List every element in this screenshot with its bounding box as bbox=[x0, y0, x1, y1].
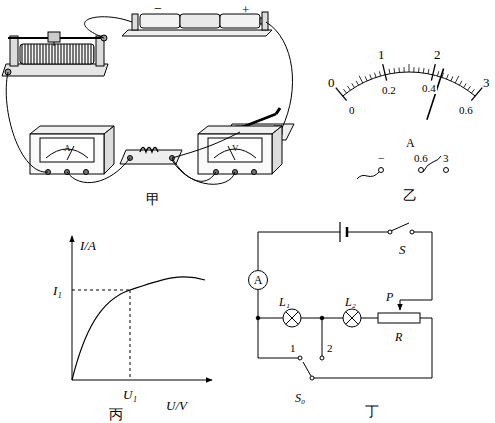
label: 0.6 bbox=[414, 153, 428, 164]
voltmeter bbox=[198, 126, 282, 175]
wires bbox=[6, 17, 292, 185]
label: U/V bbox=[166, 399, 187, 412]
dial-stroke bbox=[418, 67, 419, 72]
label: L₁ bbox=[279, 296, 290, 308]
dial-stroke bbox=[471, 88, 482, 101]
battery-holder bbox=[122, 12, 272, 36]
label: 0.4 bbox=[421, 83, 437, 94]
dial-stroke bbox=[427, 68, 444, 119]
dial-stroke bbox=[344, 89, 347, 93]
label: 0 bbox=[349, 105, 355, 116]
label: − bbox=[378, 152, 385, 164]
label: 甲 bbox=[146, 193, 160, 207]
dial-stroke bbox=[409, 64, 410, 72]
i-u-graph bbox=[72, 236, 212, 380]
dial-stroke bbox=[389, 69, 391, 74]
dial-stroke bbox=[383, 64, 387, 81]
dial-stroke bbox=[423, 68, 425, 73]
dial-terminals bbox=[357, 156, 449, 179]
label: 2 bbox=[327, 343, 333, 354]
label: 丙 bbox=[109, 408, 123, 422]
label: U₁ bbox=[123, 388, 137, 401]
dial-stroke bbox=[455, 76, 459, 83]
dial-stroke bbox=[393, 68, 395, 73]
label: P bbox=[386, 291, 393, 303]
dial-stroke bbox=[398, 67, 399, 72]
dial-stroke bbox=[437, 71, 438, 76]
label: A bbox=[64, 144, 71, 153]
dial-stroke bbox=[413, 67, 414, 72]
ammeter bbox=[30, 126, 114, 175]
label: I₁ bbox=[53, 284, 62, 297]
dial-stroke bbox=[468, 86, 471, 90]
dial-stroke bbox=[464, 83, 467, 87]
label: 0.6 bbox=[459, 105, 473, 116]
rheostat bbox=[2, 32, 108, 76]
label: I/A bbox=[80, 239, 96, 252]
dial-stroke bbox=[471, 89, 474, 93]
dial-stroke bbox=[365, 76, 367, 81]
ammeter-dial bbox=[336, 64, 483, 120]
label: 0.2 bbox=[382, 85, 396, 96]
label: + bbox=[242, 3, 249, 16]
dial-arc bbox=[343, 72, 475, 96]
dial-stroke bbox=[348, 86, 351, 90]
dial-stroke bbox=[451, 76, 453, 81]
dial-stroke bbox=[403, 67, 404, 72]
dial-stroke bbox=[370, 74, 372, 79]
dial-stroke bbox=[428, 69, 430, 74]
label: 3 bbox=[443, 153, 449, 164]
label: 乙 bbox=[403, 189, 417, 203]
label: − bbox=[154, 2, 162, 16]
label: 3 bbox=[483, 76, 490, 89]
label: 1 bbox=[378, 48, 385, 61]
circuit-schematic bbox=[256, 222, 432, 380]
label: V bbox=[232, 144, 239, 153]
label: A bbox=[406, 137, 415, 149]
label: S bbox=[399, 243, 406, 256]
dial-stroke bbox=[431, 64, 435, 81]
dial-stroke bbox=[356, 81, 358, 85]
dial-stroke bbox=[359, 76, 363, 83]
dial-stroke bbox=[336, 88, 347, 101]
meter-letter: A bbox=[254, 274, 263, 286]
dial-stroke bbox=[379, 71, 380, 76]
label: L₂ bbox=[345, 296, 356, 308]
dial-stroke bbox=[446, 74, 448, 79]
dial-stroke bbox=[459, 81, 461, 85]
ammeter-symbol: A bbox=[248, 270, 268, 290]
label: 1 bbox=[290, 343, 296, 354]
label: 2 bbox=[434, 48, 441, 61]
label: S₀ bbox=[295, 392, 305, 404]
dial-stroke bbox=[374, 73, 376, 78]
dial-stroke bbox=[352, 83, 355, 87]
label: 0 bbox=[328, 76, 335, 89]
label: 丁 bbox=[365, 405, 379, 419]
label: R bbox=[395, 331, 402, 343]
